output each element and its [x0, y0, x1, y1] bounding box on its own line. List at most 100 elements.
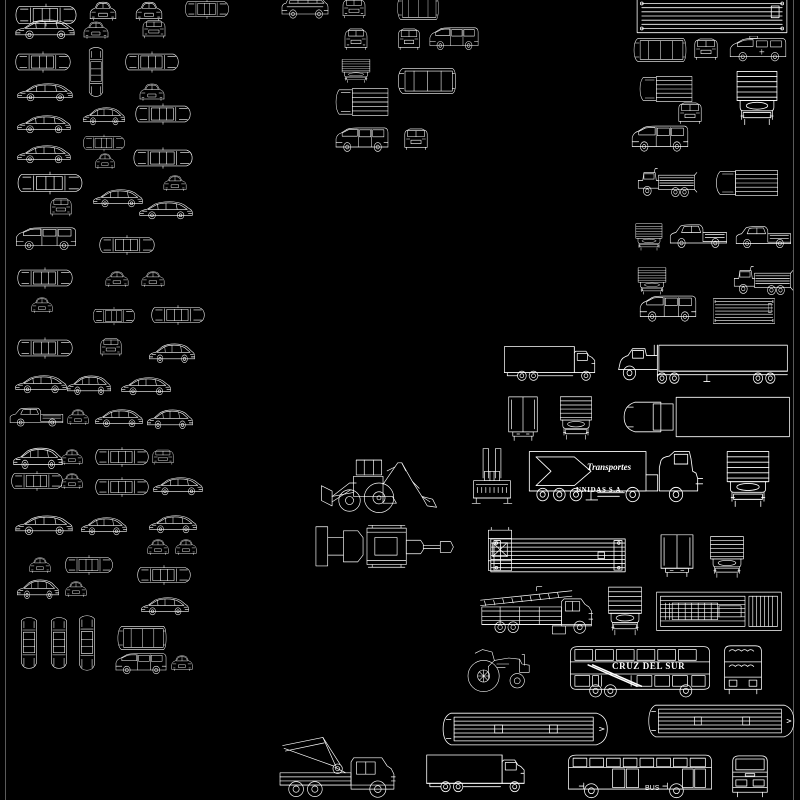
block-minivan-side-01[interactable] [16, 227, 76, 250]
block-semitruck-side-01[interactable] [618, 344, 788, 384]
block-van-side-01[interactable] [429, 27, 479, 50]
block-sedan-plan-15[interactable] [95, 477, 149, 497]
block-wagon-plan-01[interactable] [17, 171, 83, 195]
block-van-front-01[interactable] [398, 28, 420, 50]
block-van-front-03[interactable] [678, 102, 702, 124]
block-sedan-side-01[interactable] [15, 19, 75, 40]
block-compact-front-01[interactable] [31, 297, 53, 313]
block-sedan-plan-19[interactable] [51, 617, 67, 669]
block-sedan-plan-01[interactable] [15, 3, 77, 27]
block-dumptruck-side-02[interactable] [733, 266, 794, 296]
block-hatchback-side-03[interactable] [149, 343, 195, 364]
block-hatchback-side-05[interactable] [147, 409, 193, 430]
block-car-front-10[interactable] [147, 539, 169, 555]
block-coupe-side-02[interactable] [13, 447, 63, 469]
block-citybus-front-01[interactable] [732, 755, 768, 798]
block-microcar-front-01[interactable] [95, 153, 115, 169]
block-car-front-11[interactable] [175, 539, 197, 555]
block-sedan-plan-12[interactable] [151, 305, 205, 325]
block-sedan-plan-10[interactable] [17, 267, 73, 289]
block-sedan-side-11[interactable] [141, 597, 189, 616]
block-sedan-plan-08[interactable] [133, 147, 193, 169]
block-van-side-04[interactable] [639, 295, 697, 322]
block-minivan-side-02[interactable] [115, 653, 167, 675]
block-towtruck-side-01[interactable] [279, 737, 396, 798]
block-sedan-plan-18[interactable] [21, 617, 37, 669]
block-boxtruck-side-01[interactable] [503, 346, 596, 381]
block-firetruck-side-01[interactable] [480, 586, 594, 635]
column-cars[interactable] [9, 0, 229, 675]
block-bus-plan-02[interactable] [648, 704, 795, 738]
block-sedan-plan-05[interactable] [125, 51, 179, 73]
block-sedan-side-05[interactable] [139, 201, 193, 220]
block-pickup-side-01[interactable] [9, 407, 64, 427]
block-sedan-side-09[interactable] [15, 515, 73, 536]
block-coupe-plan-01[interactable] [11, 471, 63, 491]
block-flatbedtrailer-side[interactable] [490, 538, 626, 573]
block-sedan-side-10[interactable] [149, 515, 197, 534]
block-car-front-09[interactable] [61, 473, 83, 489]
block-boxvan-side-01[interactable] [426, 754, 525, 793]
block-backhoe-plan-01[interactable] [315, 525, 454, 568]
block-tractor-side-01[interactable] [467, 649, 530, 692]
block-pickup-side-02[interactable] [669, 224, 727, 248]
block-hatchback-side-04[interactable] [67, 375, 111, 396]
block-car-front-08[interactable] [61, 449, 83, 465]
block-sedan-plan-20[interactable] [79, 615, 95, 671]
block-jeep-front-01[interactable] [342, 0, 366, 19]
block-suv-front-03[interactable] [152, 449, 174, 465]
block-firetruck-plan-01[interactable] [656, 591, 782, 631]
block-van-side-02[interactable] [335, 127, 389, 152]
block-car-front-13[interactable] [65, 581, 87, 597]
block-sedan-plan-11[interactable] [93, 306, 135, 326]
block-sedan-front-03[interactable] [83, 21, 109, 39]
block-citybus-side-01[interactable]: BUS [568, 754, 712, 799]
block-boxtruck-rear-01[interactable] [508, 396, 538, 441]
block-pickup-front-01[interactable] [341, 59, 371, 83]
block-ambulance-plan-01[interactable] [633, 38, 687, 62]
block-boxtruck-front-02[interactable] [560, 396, 592, 440]
block-beetle-side-01[interactable] [16, 579, 60, 600]
block-backhoe-side-01[interactable] [321, 459, 437, 513]
block-ambulance-front-01[interactable] [694, 38, 718, 60]
block-truck-front-02[interactable] [635, 223, 663, 251]
block-pickup-plan-01[interactable] [716, 170, 778, 196]
block-sedan-plan-09[interactable] [99, 235, 155, 255]
block-sedan-plan-16[interactable] [65, 555, 113, 575]
block-truck-plan-01[interactable] [639, 76, 693, 102]
block-car-front-07[interactable] [67, 409, 89, 425]
block-coach-side-01[interactable]: CRUZ DEL SUR [569, 645, 711, 698]
block-sedan-front-04[interactable] [139, 83, 165, 101]
block-ambulance-side-01[interactable] [729, 36, 787, 62]
block-forklift-front-01[interactable] [471, 448, 513, 504]
block-bus-plan-01[interactable] [442, 712, 608, 746]
block-dumptruck-front-02[interactable] [710, 536, 744, 578]
block-suv-side-01[interactable] [281, 0, 329, 19]
block-sedan-plan-07[interactable] [83, 134, 125, 152]
block-van-front-02[interactable] [404, 128, 428, 150]
block-suv-front-01[interactable] [142, 20, 166, 39]
block-pickup-side-03[interactable] [735, 226, 792, 249]
block-sedan-side-04[interactable] [93, 189, 143, 208]
block-minivan-plan-01[interactable] [117, 626, 167, 650]
block-hatchback-side-01[interactable] [83, 107, 125, 126]
block-trailer-plan-02[interactable] [712, 298, 776, 324]
block-sedan-front-06[interactable] [141, 271, 165, 287]
block-van-plan-01[interactable] [397, 0, 439, 20]
block-sedan-side-06[interactable] [15, 375, 67, 394]
block-coach-rear-01[interactable] [724, 645, 762, 695]
block-semitrailer-plan-01[interactable] [623, 396, 790, 438]
block-suv-front-02[interactable] [100, 338, 122, 357]
block-flatbed-plan-01[interactable] [335, 88, 389, 116]
block-boxtruck-front-01[interactable] [736, 71, 778, 125]
block-sedan-plan-03[interactable] [15, 51, 71, 73]
block-sedan-side-07[interactable] [121, 377, 171, 396]
block-sedan-plan-06[interactable] [135, 103, 191, 125]
block-dumptruck-front-01[interactable] [726, 451, 770, 507]
block-semitrailer-side-01[interactable]: Transportes UNIDAS S.A. [528, 451, 704, 503]
block-hatchback-side-02[interactable] [17, 115, 71, 134]
block-truck-front-03[interactable] [637, 267, 667, 295]
column-utility[interactable] [279, 0, 525, 798]
